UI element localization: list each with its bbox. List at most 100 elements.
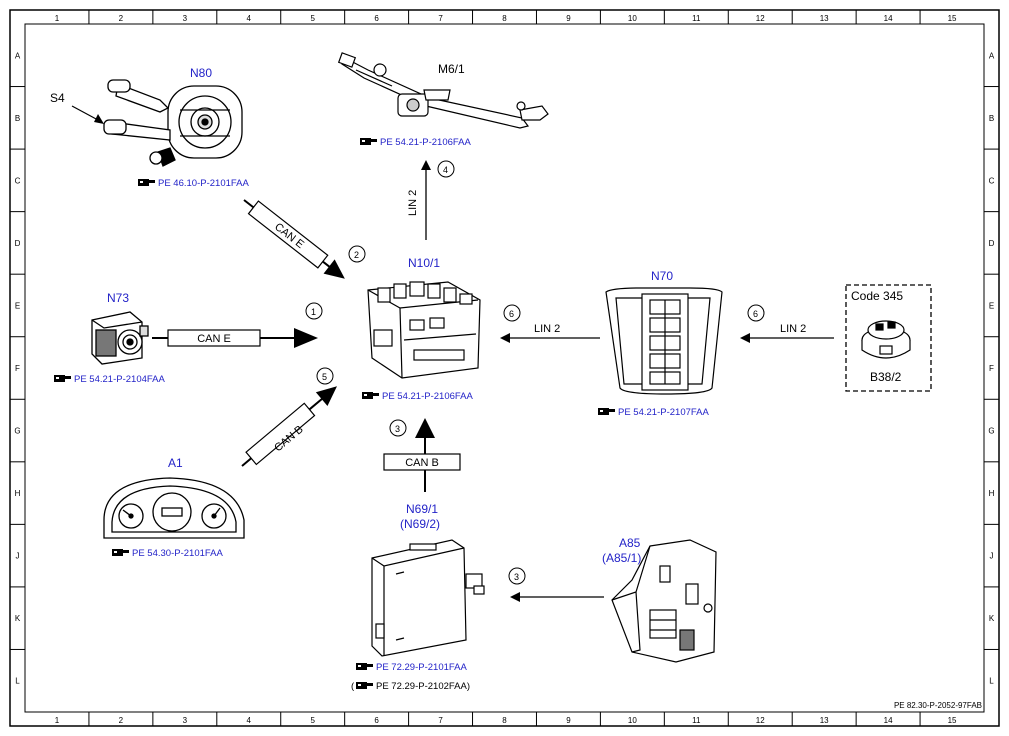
door-lock-illustration	[611, 539, 717, 663]
a85-component[interactable]: A85 (A85/1)	[602, 536, 717, 663]
n73-component[interactable]: N73 PE 54.21-P-2104FAA	[54, 291, 165, 385]
column-label-bottom: 15	[948, 716, 957, 725]
s4-callout: S4	[50, 91, 104, 124]
connection-3b-number: 3	[514, 572, 519, 582]
n69-1-label: N69/1	[406, 502, 438, 516]
connection-3-can-b: CAN B 3	[383, 418, 461, 492]
b38-2-component[interactable]: Code 345 B38/2	[845, 284, 932, 392]
a1-component[interactable]: A1 PE 54.30-P-2101FAA	[103, 456, 245, 559]
a1-reference[interactable]: PE 54.30-P-2101FAA	[112, 548, 223, 559]
n10-1-reference[interactable]: PE 54.21-P-2106FAA	[362, 391, 473, 402]
row-label-right: J	[990, 552, 994, 561]
connection-2-number: 2	[354, 250, 359, 260]
column-label-bottom: 13	[820, 716, 829, 725]
n70-ref-text: PE 54.21-P-2107FAA	[618, 407, 709, 418]
column-label-bottom: 1	[55, 716, 60, 725]
row-label-left: J	[16, 552, 20, 561]
column-label-bottom: 12	[756, 716, 765, 725]
column-label-top: 13	[820, 14, 829, 23]
row-label-right: F	[989, 364, 994, 373]
connection-6a-bus: LIN 2	[534, 323, 560, 335]
row-label-left: L	[15, 677, 20, 686]
column-label-bottom: 10	[628, 716, 637, 725]
n70-label: N70	[651, 269, 673, 283]
column-label-top: 14	[884, 14, 893, 23]
connection-3-bus: CAN B	[405, 457, 439, 469]
column-label-top: 1	[55, 14, 60, 23]
column-label-top: 5	[310, 14, 315, 23]
connection-4-number: 4	[443, 165, 448, 175]
overhead-control-panel-illustration	[605, 287, 723, 395]
column-label-bottom: 2	[119, 716, 124, 725]
connection-4-lin-2: LIN 2 4	[407, 160, 455, 240]
n69-1-component[interactable]: N69/1 (N69/2) PE 72.29-P-2101FAA ( PE 72…	[351, 502, 485, 692]
column-label-bottom: 9	[566, 716, 571, 725]
column-label-bottom: 3	[183, 716, 188, 725]
column-label-top: 6	[374, 14, 379, 23]
column-label-top: 12	[756, 14, 765, 23]
n73-reference[interactable]: PE 54.21-P-2104FAA	[54, 374, 165, 385]
door-control-unit-illustration	[371, 539, 485, 657]
column-label-top: 2	[119, 14, 124, 23]
connection-2-can-e: CAN E 2	[243, 199, 366, 279]
column-label-bottom: 11	[692, 716, 701, 725]
connection-6-n70-lin-2: LIN 2 6	[500, 304, 600, 343]
n73-label: N73	[107, 291, 129, 305]
n80-component[interactable]: N80 PE 46.10-P-2101FAA	[103, 66, 249, 189]
n69-2-ref-text: PE 72.29-P-2102FAA)	[376, 681, 470, 692]
column-label-top: 11	[692, 14, 701, 23]
a1-ref-text: PE 54.30-P-2101FAA	[132, 548, 223, 559]
n70-reference[interactable]: PE 54.21-P-2107FAA	[598, 407, 709, 418]
column-label-top: 9	[566, 14, 571, 23]
n80-reference[interactable]: PE 46.10-P-2101FAA	[138, 178, 249, 189]
column-label-bottom: 8	[502, 716, 507, 725]
connection-3-number: 3	[395, 424, 400, 434]
row-label-right: H	[989, 489, 995, 498]
connection-1-bus: CAN E	[197, 333, 231, 345]
n80-ref-text: PE 46.10-P-2101FAA	[158, 178, 249, 189]
column-label-bottom: 5	[310, 716, 315, 725]
rain-light-sensor-illustration	[861, 320, 911, 359]
n10-1-ref-text: PE 54.21-P-2106FAA	[382, 391, 473, 402]
n10-1-label: N10/1	[408, 256, 440, 270]
row-label-left: K	[15, 614, 21, 623]
n69-2-label: (N69/2)	[400, 517, 440, 531]
a85-label: A85	[619, 536, 641, 550]
column-label-top: 7	[438, 14, 443, 23]
wiper-motor-illustration	[337, 52, 549, 129]
column-label-bottom: 7	[438, 716, 443, 725]
row-label-right: G	[988, 427, 994, 436]
row-label-left: E	[15, 301, 20, 310]
n10-1-component[interactable]: N10/1 PE 54.21-P-2106FAA	[362, 256, 481, 402]
row-label-right: K	[989, 614, 995, 623]
column-label-bottom: 4	[247, 716, 252, 725]
connection-3-a85: 3	[508, 567, 604, 602]
n69-1-ref-text: PE 72.29-P-2101FAA	[376, 662, 467, 673]
document-id: PE 82.30-P-2052-97FAB	[894, 701, 982, 710]
connection-5-number: 5	[322, 372, 327, 382]
column-label-top: 15	[948, 14, 957, 23]
m6-1-reference[interactable]: PE 54.21-P-2106FAA	[360, 137, 471, 148]
row-label-left: H	[15, 489, 21, 498]
row-label-left: A	[15, 51, 21, 60]
n70-component[interactable]: N70 PE 54.21-P-2107FAA	[598, 269, 723, 418]
row-label-left: B	[15, 114, 20, 123]
row-label-right: A	[989, 51, 995, 60]
b38-2-label: B38/2	[870, 370, 902, 384]
m6-1-label: M6/1	[438, 62, 465, 76]
s4-label: S4	[50, 91, 65, 105]
connection-6b-bus: LIN 2	[780, 323, 806, 335]
row-label-right: E	[989, 301, 994, 310]
connection-5-can-b: CAN B 5	[241, 367, 337, 467]
m6-1-component[interactable]: M6/1 PE 54.21-P-2106FAA	[337, 52, 549, 148]
connection-1-number: 1	[311, 307, 316, 317]
sam-control-unit-illustration	[367, 281, 481, 379]
column-label-bottom: 14	[884, 716, 893, 725]
connection-6-b38-lin-2: LIN 2 6	[740, 304, 834, 343]
ignition-switch-illustration	[91, 311, 149, 365]
n69-1-reference[interactable]: PE 72.29-P-2101FAA	[356, 662, 467, 673]
n69-2-reference[interactable]: ( PE 72.29-P-2102FAA)	[351, 681, 470, 692]
row-label-left: F	[15, 364, 20, 373]
n80-label: N80	[190, 66, 212, 80]
